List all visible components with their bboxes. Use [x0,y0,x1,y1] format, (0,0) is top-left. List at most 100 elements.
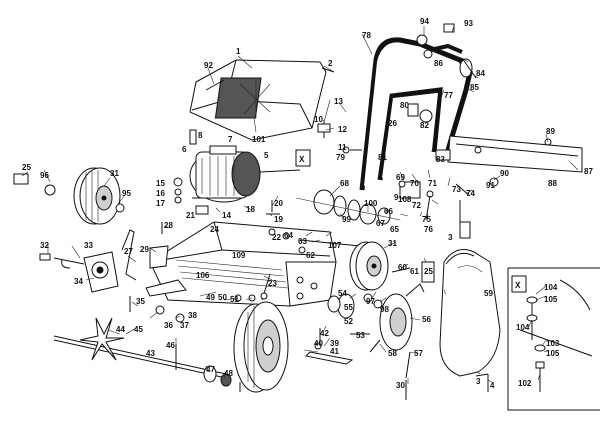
callout-12: 12 [338,125,347,134]
callout-58: 58 [388,349,397,358]
callout-39: 39 [330,339,339,348]
callout-32: 32 [40,241,49,250]
callout-94: 94 [420,17,429,26]
callout-35: 35 [136,297,145,306]
callout-105: 105 [544,295,558,304]
bracket-parts [145,273,354,365]
callout-4: 4 [490,381,495,390]
callout-46: 46 [166,341,175,350]
pulley-discs [295,189,401,225]
callout-31b: 31 [388,239,397,248]
callout-90: 90 [500,169,509,178]
callout-66: 66 [384,207,393,216]
callout-80: 80 [400,101,409,110]
callout-37: 37 [180,321,189,330]
callout-17: 17 [156,199,165,208]
callout-82: 82 [420,121,429,130]
callout-24: 24 [210,225,219,234]
callout-45: 45 [134,325,143,334]
callout-70: 70 [410,179,419,188]
callout-61: 61 [410,267,419,276]
callout-77: 77 [444,91,453,100]
wheel-left-rear [73,167,121,225]
callout-50: 50 [218,293,227,302]
callout-54: 54 [338,289,347,298]
callout-109: 109 [232,251,246,260]
callout-68: 68 [340,179,349,188]
callout-95: 95 [122,189,131,198]
callout-34: 34 [74,277,83,286]
callout-8: 8 [198,131,203,140]
callout-84: 84 [476,69,485,78]
callout-22: 22 [272,233,281,242]
callout-102: 102 [518,379,532,388]
callout-49: 49 [206,293,215,302]
callout-78: 78 [362,31,371,40]
callout-labels: 1 2 3 3 4 5 6 7 8 9 10 11 12 13 14 15 16… [22,17,593,390]
callout-27: 27 [124,247,133,256]
hardware-small-parts [13,23,499,400]
callout-3b: 3 [448,233,453,242]
callout-98: 98 [380,305,389,314]
callout-9: 9 [394,193,399,202]
wheel-front [233,301,289,393]
tine-shaft [53,317,232,387]
callout-87: 87 [584,167,593,176]
callout-75: 75 [422,215,431,224]
callout-67: 67 [376,219,385,228]
callout-16: 16 [156,189,165,198]
callout-13: 13 [334,97,343,106]
motor-marker-label: Ⅹ [298,155,305,164]
gear-drive-right [327,283,425,379]
motor [189,145,301,203]
callout-42: 42 [320,329,329,338]
callout-3: 3 [476,377,481,386]
callout-108: 108 [398,195,412,204]
callout-60: 60 [398,263,407,272]
callout-101: 101 [252,135,266,144]
callout-2: 2 [328,59,333,68]
callout-92: 92 [204,61,213,70]
callout-107: 107 [328,241,342,250]
callout-43: 43 [146,349,155,358]
callout-51: 51 [230,295,239,304]
callout-99: 99 [342,215,351,224]
callout-1: 1 [236,47,241,56]
callout-81: 81 [378,153,387,162]
callout-19: 19 [274,215,283,224]
belt-cover [439,249,501,377]
callout-53: 53 [356,331,365,340]
frame-bar [447,135,583,173]
callout-62: 62 [306,251,315,260]
callout-83: 83 [436,155,445,164]
motor-inset-marker: Ⅹ [295,149,311,167]
callout-31a: 31 [110,169,119,178]
callout-85: 85 [470,83,479,92]
detail-marker-label: Ⅹ [514,281,521,290]
callout-40: 40 [314,339,323,348]
callout-63: 63 [298,237,307,246]
callout-20: 20 [274,199,283,208]
gearbox-left [53,229,169,293]
handle-assembly [359,37,477,191]
callout-21: 21 [186,211,195,220]
callout-14: 14 [222,211,231,220]
callout-59: 59 [484,289,493,298]
callout-15: 15 [156,179,165,188]
callout-18: 18 [246,205,255,214]
callout-65: 65 [390,225,399,234]
chassis-deck [149,221,361,307]
callout-69: 69 [396,173,405,182]
callout-104a: 104 [544,283,558,292]
callout-38: 38 [188,311,197,320]
callout-74: 74 [466,189,475,198]
callout-25b: 25 [424,267,433,276]
callout-88: 88 [548,179,557,188]
callout-71: 71 [428,179,437,188]
callout-97: 97 [366,297,375,306]
callout-103: 103 [546,339,560,348]
callout-52: 52 [344,317,353,326]
callout-25: 25 [22,163,31,172]
callout-55: 55 [344,303,353,312]
